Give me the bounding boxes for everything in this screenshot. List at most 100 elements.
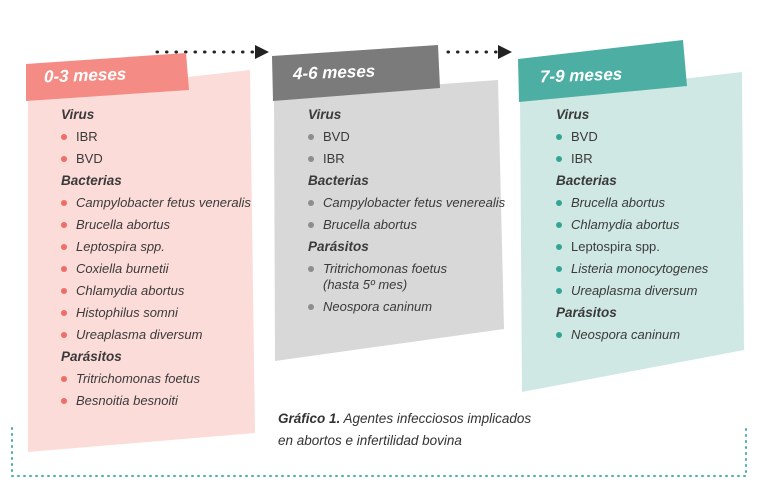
- list-item: Neospora caninum: [308, 296, 505, 318]
- caption-label: Gráfico 1.: [278, 411, 341, 426]
- list-item-text: Coxiella burnetii: [76, 261, 169, 276]
- list-item: IBR: [308, 148, 505, 170]
- list-item: Chlamydia abortus: [61, 280, 251, 302]
- list-item-text: Brucella abortus: [571, 195, 665, 210]
- list-item-text: BVD: [571, 129, 598, 144]
- list-item: Besnoitia besnoiti: [61, 390, 251, 412]
- bullet-dot: [556, 222, 562, 228]
- list-item: Ureaplasma diversum: [556, 280, 708, 302]
- list-item-note: (hasta 5º mes): [323, 277, 408, 292]
- bullet-dot: [556, 332, 562, 338]
- bullet-dot: [61, 200, 67, 206]
- bullet-dot: [61, 266, 67, 272]
- panel-3-title: 7-9 meses: [540, 64, 623, 87]
- bullet-dot: [61, 156, 67, 162]
- bullet-dot: [61, 398, 67, 404]
- category-heading: Virus: [61, 107, 95, 122]
- bullet-dot: [556, 288, 562, 294]
- bullet-dot: [61, 288, 67, 294]
- category-heading: Parásitos: [556, 305, 617, 320]
- list-item-text: Campylobacter fetus venerealis: [323, 195, 506, 210]
- list-item-text: Ureaplasma diversum: [571, 283, 698, 298]
- list-item-text: BVD: [76, 151, 103, 166]
- bullet-dot: [61, 134, 67, 140]
- category-heading: Bacterias: [61, 173, 122, 188]
- list-item-text: Besnoitia besnoiti: [76, 393, 178, 408]
- bullet-dot: [556, 266, 562, 272]
- list-item: Brucella abortus: [556, 192, 708, 214]
- category-heading: Bacterias: [308, 173, 369, 188]
- list-item: Neospora caninum: [556, 324, 708, 346]
- list-item-text: IBR: [76, 129, 98, 144]
- list-item: Brucella abortus: [308, 214, 505, 236]
- list-item: Tritrichomonas foetus(hasta 5º mes): [308, 258, 505, 293]
- list-item-text: Brucella abortus: [76, 217, 170, 232]
- list-item-text: IBR: [571, 151, 593, 166]
- bullet-dot: [61, 310, 67, 316]
- bullet-dot: [308, 134, 314, 140]
- bullet-dot: [61, 222, 67, 228]
- list-item: IBR: [556, 148, 708, 170]
- list-item-text: IBR: [323, 151, 345, 166]
- bullet-dot: [556, 156, 562, 162]
- list-item-text: Histophilus somni: [76, 305, 178, 320]
- category-heading: Virus: [308, 107, 342, 122]
- caption-line-1: Agentes infecciosos implicados: [343, 411, 532, 426]
- list-item: BVD: [308, 126, 505, 148]
- list-item: BVD: [556, 126, 708, 148]
- list-item: Listeria monocytogenes: [556, 258, 708, 280]
- bullet-dot: [308, 156, 314, 162]
- list-item-text: Chlamydia abortus: [76, 283, 185, 298]
- list-item-text: Leptospira spp.: [76, 239, 165, 254]
- list-item: Leptospira spp.: [556, 236, 708, 258]
- list-item-text: Tritrichomonas foetus: [323, 261, 448, 276]
- figure-caption: Gráfico 1. Agentes infecciosos implicado…: [278, 408, 531, 452]
- list-item-text: Neospora caninum: [571, 327, 681, 342]
- arrow-1-to-2: [155, 45, 269, 59]
- list-item-text: Tritrichomonas foetus: [76, 371, 201, 386]
- list-item: Leptospira spp.: [61, 236, 251, 258]
- list-item-text: Listeria monocytogenes: [571, 261, 709, 276]
- list-item-text: Leptospira spp.: [571, 239, 660, 254]
- bullet-dot: [61, 332, 67, 338]
- bullet-dot: [308, 304, 314, 310]
- list-item: BVD: [61, 148, 251, 170]
- list-item: IBR: [61, 126, 251, 148]
- list-item: Histophilus somni: [61, 302, 251, 324]
- bullet-dot: [61, 244, 67, 250]
- list-item-text: Neospora caninum: [323, 299, 433, 314]
- list-item-text: BVD: [323, 129, 350, 144]
- list-item: Coxiella burnetii: [61, 258, 251, 280]
- list-item: Ureaplasma diversum: [61, 324, 251, 346]
- list-item-text: Chlamydia abortus: [571, 217, 680, 232]
- list-item-text: Brucella abortus: [323, 217, 417, 232]
- bullet-dot: [556, 134, 562, 140]
- list-item: Campylobacter fetus venerealis: [308, 192, 505, 214]
- list-item: Tritrichomonas foetus: [61, 368, 251, 390]
- arrow-2-to-3: [446, 45, 512, 59]
- bullet-dot: [61, 376, 67, 382]
- category-heading: Virus: [556, 107, 590, 122]
- category-heading: Parásitos: [308, 239, 369, 254]
- list-item: Campylobacter fetus veneralis: [61, 192, 251, 214]
- bullet-dot: [556, 200, 562, 206]
- list-item-text: Campylobacter fetus veneralis: [76, 195, 251, 210]
- bullet-dot: [308, 200, 314, 206]
- bullet-dot: [308, 266, 314, 272]
- caption-line-2: en abortos e infertilidad bovina: [278, 433, 462, 448]
- list-item-text: Ureaplasma diversum: [76, 327, 203, 342]
- bullet-dot: [308, 222, 314, 228]
- category-heading: Bacterias: [556, 173, 617, 188]
- bullet-dot: [556, 244, 562, 250]
- list-item: Chlamydia abortus: [556, 214, 708, 236]
